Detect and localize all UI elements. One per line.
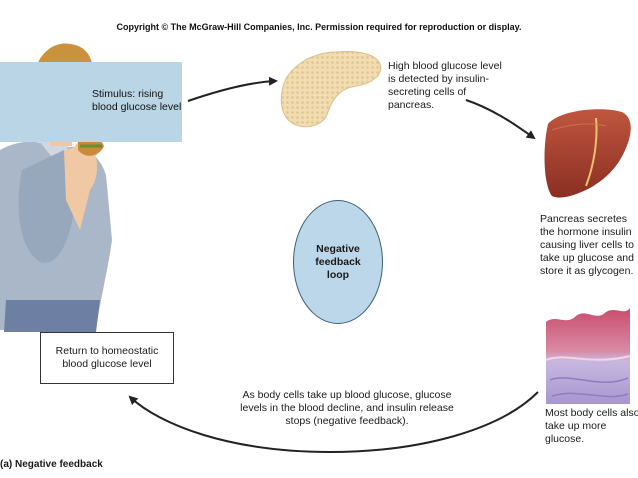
body-tissue-icon — [545, 308, 631, 404]
negative-feedback-loop-circle: Negative feedback loop — [293, 200, 383, 324]
body-cells-label: Most body cells also take up more glucos… — [545, 407, 638, 445]
copyright-notice: Copyright © The McGraw-Hill Companies, I… — [116, 22, 522, 32]
stimulus-label: Stimulus: rising blood glucose level — [92, 88, 182, 113]
insulin-label: Pancreas secretes the hormone insulin ca… — [540, 213, 634, 277]
stimulus-background — [0, 62, 182, 142]
detection-label: High blood glucose level is detected by … — [388, 60, 502, 111]
pancreas-icon — [280, 51, 382, 128]
loop-label: Negative feedback loop — [315, 242, 361, 281]
arrow-to-return — [128, 391, 539, 454]
return-label: Return to homeostatic blood glucose leve… — [55, 345, 159, 370]
liver-icon — [544, 109, 631, 198]
arrow-pancreas-to-liver — [465, 99, 536, 140]
figure-caption: (a) Negative feedback — [0, 459, 103, 470]
decline-label: As body cells take up blood glucose, glu… — [240, 389, 454, 427]
return-box: Return to homeostatic blood glucose leve… — [40, 332, 174, 384]
arrow-stimulus-to-pancreas — [187, 76, 278, 102]
